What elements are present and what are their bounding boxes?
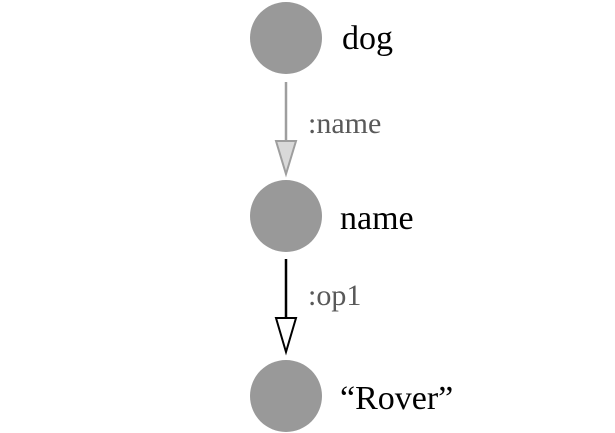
node-dog-label: dog xyxy=(342,20,393,57)
node-name-circle xyxy=(250,180,322,252)
edge-dog-name-label: :name xyxy=(308,107,381,140)
edge-dog-name: :name xyxy=(274,82,381,178)
edge-name-rover: :op1 xyxy=(274,259,361,356)
node-rover-circle xyxy=(250,360,322,432)
node-dog-circle xyxy=(250,2,322,74)
node-rover: “Rover” xyxy=(250,360,453,432)
edge-name-rover-label: :op1 xyxy=(308,279,361,312)
node-rover-label: “Rover” xyxy=(340,380,453,417)
node-name-label: name xyxy=(340,200,414,237)
edge-name-rover-arrowhead xyxy=(274,317,298,356)
node-dog: dog xyxy=(250,2,393,74)
edge-dog-name-arrowhead xyxy=(274,140,298,178)
node-name: name xyxy=(250,180,414,252)
